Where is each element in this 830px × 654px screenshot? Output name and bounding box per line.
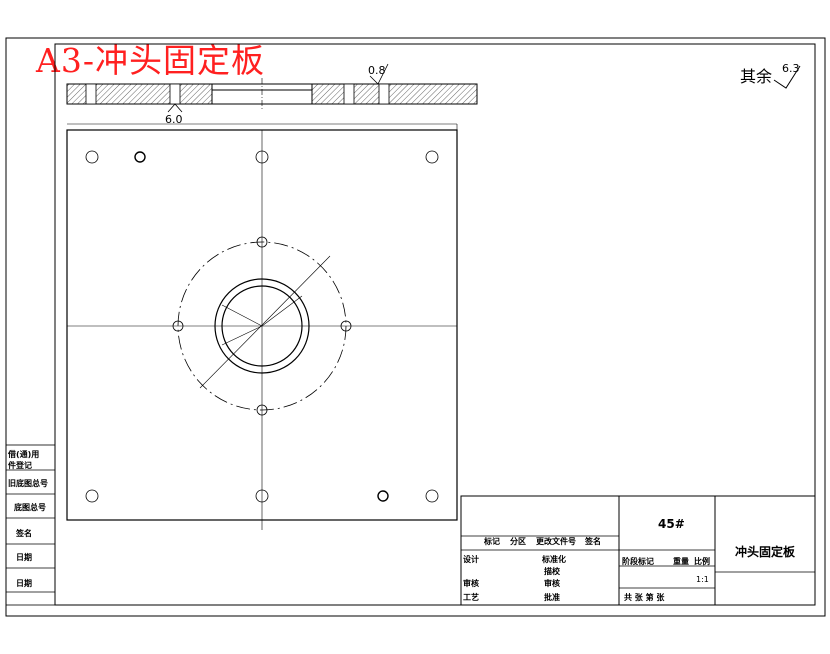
title-block: 标记 分区 更改文件号 签名 设计 审核 工艺 标准化 描校 审核 批准 45#… <box>460 495 816 606</box>
material-value: 45# <box>658 517 685 531</box>
title-block-label: 审核 <box>463 578 479 588</box>
title-block-label: 审核 <box>544 578 560 588</box>
title-block-label: 设计 <box>463 554 479 564</box>
margin-label: 签名 <box>15 528 32 538</box>
roughness-default-value: 6.3 <box>782 62 800 75</box>
leader-line <box>261 295 303 327</box>
title-block-label: 标准化 <box>541 554 566 564</box>
title-block-label: 批准 <box>544 592 560 602</box>
section-hole <box>378 83 390 105</box>
change-header: 标记 <box>483 536 500 546</box>
center-bore-inner <box>221 285 303 367</box>
section-roughness-bottom <box>167 103 183 113</box>
leader-line <box>199 255 331 389</box>
scale-value: 1:1 <box>696 575 709 584</box>
roughness-symbol <box>773 65 801 89</box>
corner-hole <box>85 489 99 503</box>
roughness-note: 其余 6.3 <box>740 62 801 89</box>
section-view: 0.8 6.0 <box>66 63 478 126</box>
bolt-hole <box>340 320 352 332</box>
section-hole <box>343 83 355 105</box>
part-name: 冲头固定板 <box>735 544 796 559</box>
drawing-title: A3-冲头固定板 <box>36 41 265 80</box>
corner-hole <box>425 489 439 503</box>
section-hole <box>169 83 181 105</box>
bolt-hole <box>172 320 184 332</box>
margin-label: 日期 <box>16 552 32 562</box>
sheet-note: 共 张 第 张 <box>624 592 665 602</box>
margin-label: 旧底图总号 <box>8 478 48 488</box>
roughness-note-label: 其余 <box>740 67 772 86</box>
section-roughness-top-value: 0.8 <box>368 64 386 77</box>
section-roughness-top <box>369 63 389 85</box>
center-bore-outer <box>214 278 310 374</box>
left-margin-table: 借(通)用 件登记 旧底图总号 底图总号 签名 日期 日期 <box>5 444 56 606</box>
inner-frame <box>54 43 816 606</box>
dowel-hole <box>377 490 389 502</box>
margin-label: 日期 <box>16 578 32 588</box>
corner-hole <box>85 150 99 164</box>
change-header: 更改文件号 <box>536 536 576 546</box>
change-header: 签名 <box>584 536 601 546</box>
margin-label: 件登记 <box>8 460 32 470</box>
bolt-hole <box>256 236 268 248</box>
corner-hole <box>425 150 439 164</box>
plan-view <box>66 123 458 530</box>
corner-hole <box>255 150 269 164</box>
section-roughness-bottom-value: 6.0 <box>165 113 183 126</box>
outer-frame <box>5 37 826 617</box>
leader-line <box>221 304 263 327</box>
bolt-hole <box>256 404 268 416</box>
stage-header: 比例 <box>694 556 710 566</box>
title-block-label: 工艺 <box>463 592 479 602</box>
corner-hole <box>255 489 269 503</box>
margin-label: 底图总号 <box>13 502 46 512</box>
dowel-hole <box>134 151 146 163</box>
margin-label: 借(通)用 <box>7 449 39 459</box>
bolt-circle <box>177 241 347 411</box>
title-block-label: 描校 <box>544 566 561 576</box>
leader-line <box>221 325 263 346</box>
stage-header: 阶段标记 <box>622 556 654 566</box>
section-hole <box>85 83 97 105</box>
change-header: 分区 <box>510 536 526 546</box>
stage-header: 重量 <box>673 556 689 566</box>
